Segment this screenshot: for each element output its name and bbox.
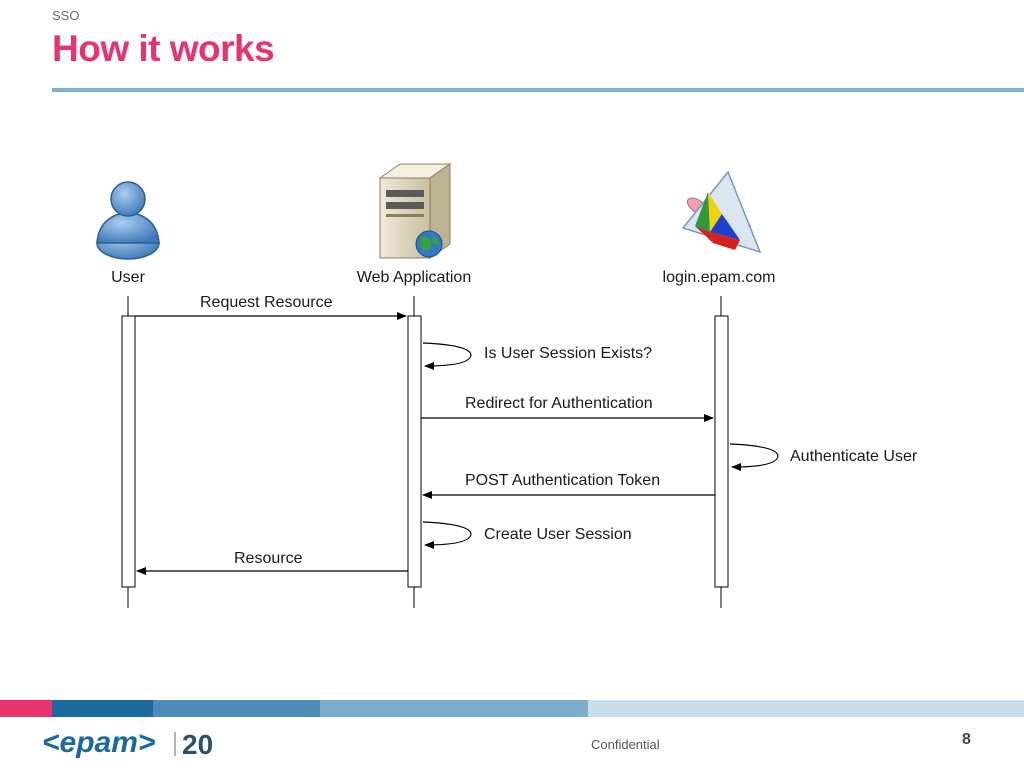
page-number: 8 <box>962 731 971 748</box>
server-icon <box>378 163 452 259</box>
user-icon <box>96 181 160 260</box>
slide-title: How it works <box>52 28 275 69</box>
actor-label-web-application: Web Application <box>357 269 471 286</box>
identity-provider-icon <box>681 170 762 254</box>
epam-logo: <epam> 20 <box>42 722 222 767</box>
message-arrow-session-check <box>422 342 472 370</box>
logo-wordmark: <epam> <box>42 726 155 759</box>
activation-web-application <box>407 315 422 588</box>
footer-bar-segment <box>0 700 52 717</box>
footer-bar-segment <box>153 700 320 717</box>
footer-bar-segment <box>588 700 1024 717</box>
title-divider <box>52 88 1024 92</box>
message-arrow-create-session <box>422 521 472 549</box>
actor-label-user: User <box>111 269 145 286</box>
message-arrow-authenticate <box>729 443 779 471</box>
footer-bar-segment <box>320 700 588 717</box>
message-label-resource: Resource <box>234 550 303 567</box>
activation-user <box>121 315 136 588</box>
message-label-request-resource: Request Resource <box>200 294 333 311</box>
section-label: SSO <box>52 8 80 23</box>
confidential-label: Confidential <box>591 737 660 752</box>
actor-label-login-service: login.epam.com <box>663 269 776 286</box>
message-label-redirect: Redirect for Authentication <box>465 395 653 412</box>
footer-bar-segment <box>52 700 153 717</box>
message-label-create-session: Create User Session <box>484 526 632 543</box>
message-label-authenticate: Authenticate User <box>790 448 918 465</box>
message-label-post-token: POST Authentication Token <box>465 472 660 489</box>
activation-login-service <box>714 315 729 588</box>
message-label-session-check: Is User Session Exists? <box>484 345 652 362</box>
logo-number: 20 <box>182 729 213 760</box>
